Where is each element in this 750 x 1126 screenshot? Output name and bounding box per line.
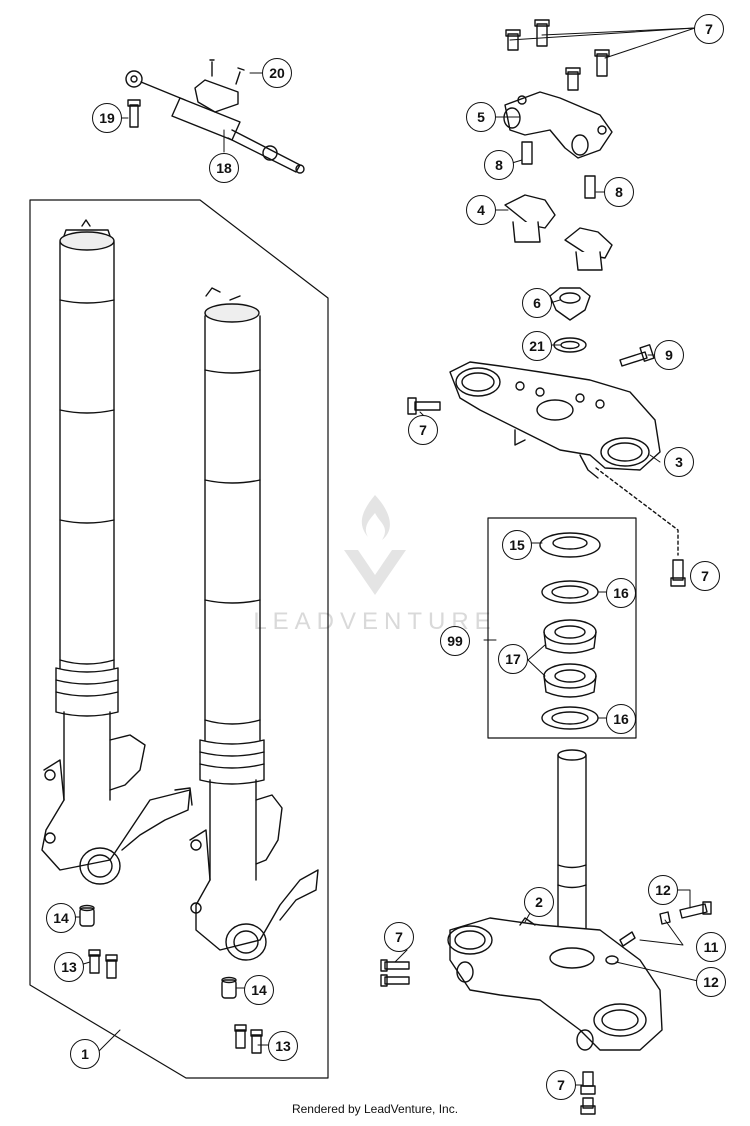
callout-8-a: 8 (484, 150, 514, 180)
bolt-9 (619, 344, 655, 367)
callout-11: 11 (696, 932, 726, 962)
leader-dashed (595, 467, 679, 556)
callout-13-b: 13 (268, 1031, 298, 1061)
bolt-group-14-13-left (79, 904, 118, 979)
callout-18: 18 (209, 153, 239, 183)
bearing-kit-parts (539, 532, 601, 730)
callout-12-a: 12 (648, 875, 678, 905)
callout-21: 21 (522, 331, 552, 361)
callout-12-b: 12 (696, 967, 726, 997)
callout-7-clamp: 7 (408, 415, 438, 445)
callout-13-a: 13 (54, 952, 84, 982)
callout-7-side: 7 (690, 561, 720, 591)
bolt-7-clamp (407, 397, 441, 415)
fork-assembly-frame (29, 199, 329, 1079)
steering-damper (125, 59, 305, 174)
lower-triple-clamp (447, 749, 663, 1051)
callout-7-top: 7 (694, 14, 724, 44)
footer-credit: Rendered by LeadVenture, Inc. (291, 1102, 459, 1116)
handlebar-clamp-lower (504, 194, 613, 271)
steering-nut (549, 287, 591, 321)
callout-6: 6 (522, 288, 552, 318)
callout-17: 17 (498, 644, 528, 674)
callout-14-b: 14 (244, 975, 274, 1005)
callout-1: 1 (70, 1039, 100, 1069)
callout-99: 99 (440, 626, 470, 656)
bolts-7-lower (380, 959, 410, 987)
bolts-7-bottom (580, 1071, 596, 1115)
handlebar-clamp-top (503, 91, 613, 159)
watermark-logo (344, 495, 406, 595)
upper-triple-clamp (449, 361, 661, 479)
callout-19: 19 (92, 103, 122, 133)
right-fork-leg (189, 287, 319, 961)
callout-9: 9 (654, 340, 684, 370)
callout-14-a: 14 (46, 903, 76, 933)
callout-8-b: 8 (604, 177, 634, 207)
callout-20: 20 (262, 58, 292, 88)
bolt-8-b (584, 175, 596, 199)
callout-15: 15 (502, 530, 532, 560)
callout-4: 4 (466, 195, 496, 225)
callout-7-bottom: 7 (546, 1070, 576, 1100)
handlebar-bolts (505, 19, 610, 91)
bearing-kit-frame (487, 517, 637, 739)
callout-16-a: 16 (606, 578, 636, 608)
bolt-group-14-13-right (221, 976, 263, 1054)
bolt-8-a (521, 141, 533, 165)
callout-2: 2 (524, 887, 554, 917)
callout-3: 3 (664, 447, 694, 477)
callout-7-lower: 7 (384, 922, 414, 952)
left-fork-leg (41, 219, 193, 885)
callout-5: 5 (466, 102, 496, 132)
callout-16-b: 16 (606, 704, 636, 734)
bolt-7-side (670, 559, 686, 587)
bolts-11-12 (605, 901, 712, 965)
